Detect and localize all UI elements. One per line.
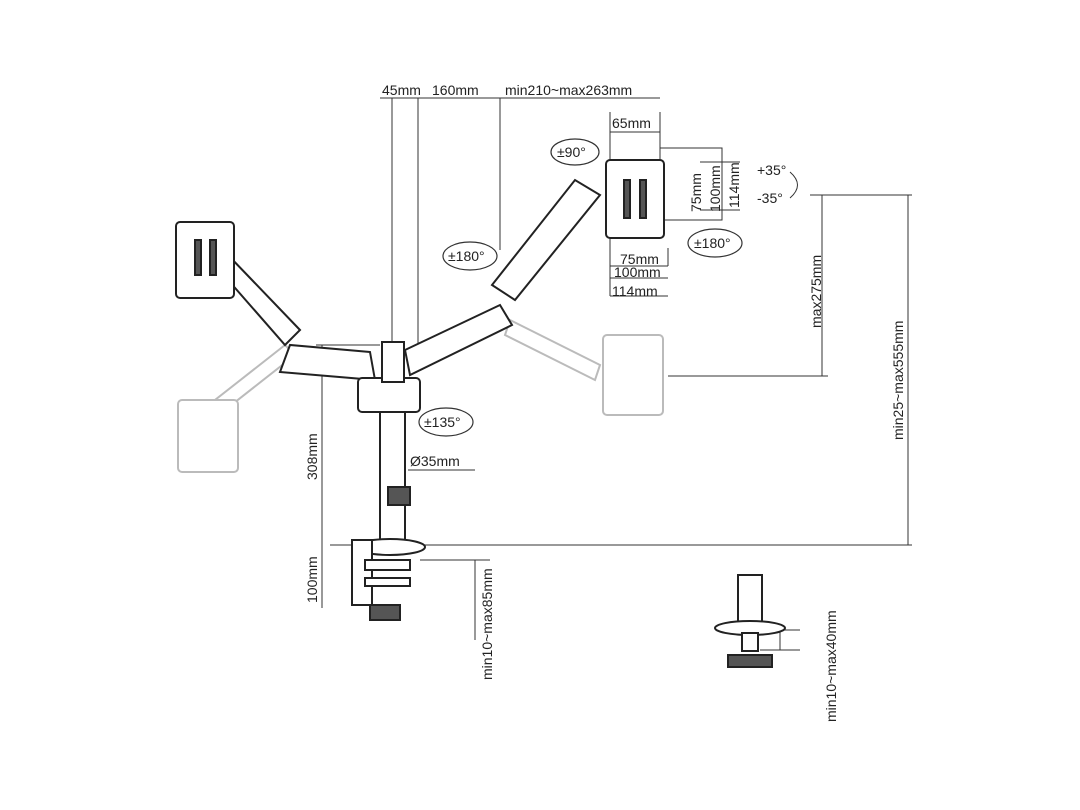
grommet-mount bbox=[714, 574, 786, 668]
dim-max-height: max275mm bbox=[808, 255, 824, 328]
dimension-lines bbox=[316, 97, 912, 651]
swivel-base-label: ±135° bbox=[424, 414, 461, 430]
rotate-icon bbox=[550, 138, 600, 166]
vesa-v-75: 75mm bbox=[688, 173, 704, 212]
dim-vesa-offset: 65mm bbox=[612, 115, 651, 131]
dim-45: 45mm bbox=[382, 82, 421, 98]
left-arm bbox=[175, 221, 377, 382]
vesa-h-114: 114mm bbox=[612, 283, 658, 299]
vesa-h-100: 100mm bbox=[614, 264, 661, 280]
swivel-head-label: ±180° bbox=[694, 235, 731, 251]
rotate-label: ±90° bbox=[557, 144, 586, 160]
vesa-h-75: 75mm bbox=[620, 251, 659, 267]
dim-pole-diameter: Ø35mm bbox=[410, 453, 460, 469]
tilt-up-label: +35° bbox=[757, 162, 786, 178]
swivel-arm-label: ±180° bbox=[448, 248, 485, 264]
swivel-arm-icon bbox=[442, 241, 498, 271]
dim-grommet-range: min10~max40mm bbox=[823, 610, 839, 722]
vesa-v-100: 100mm bbox=[707, 165, 723, 212]
swivel-base-icon bbox=[418, 407, 474, 437]
pole-and-clamp bbox=[351, 341, 426, 621]
dim-160: 160mm bbox=[432, 82, 479, 98]
dim-reach: min210~max263mm bbox=[505, 82, 632, 98]
right-arm bbox=[403, 159, 665, 377]
vesa-v-114: 114mm bbox=[726, 162, 742, 208]
dim-clamp-height: 100mm bbox=[304, 556, 320, 603]
swivel-head-icon bbox=[687, 228, 743, 258]
dim-pole-height: 308mm bbox=[304, 433, 320, 480]
tilt-arrow-icon bbox=[789, 171, 798, 199]
dim-total-height: min25~max555mm bbox=[890, 321, 906, 440]
dim-clamp-range: min10~max85mm bbox=[479, 568, 495, 680]
tilt-down-label: -35° bbox=[757, 190, 783, 206]
